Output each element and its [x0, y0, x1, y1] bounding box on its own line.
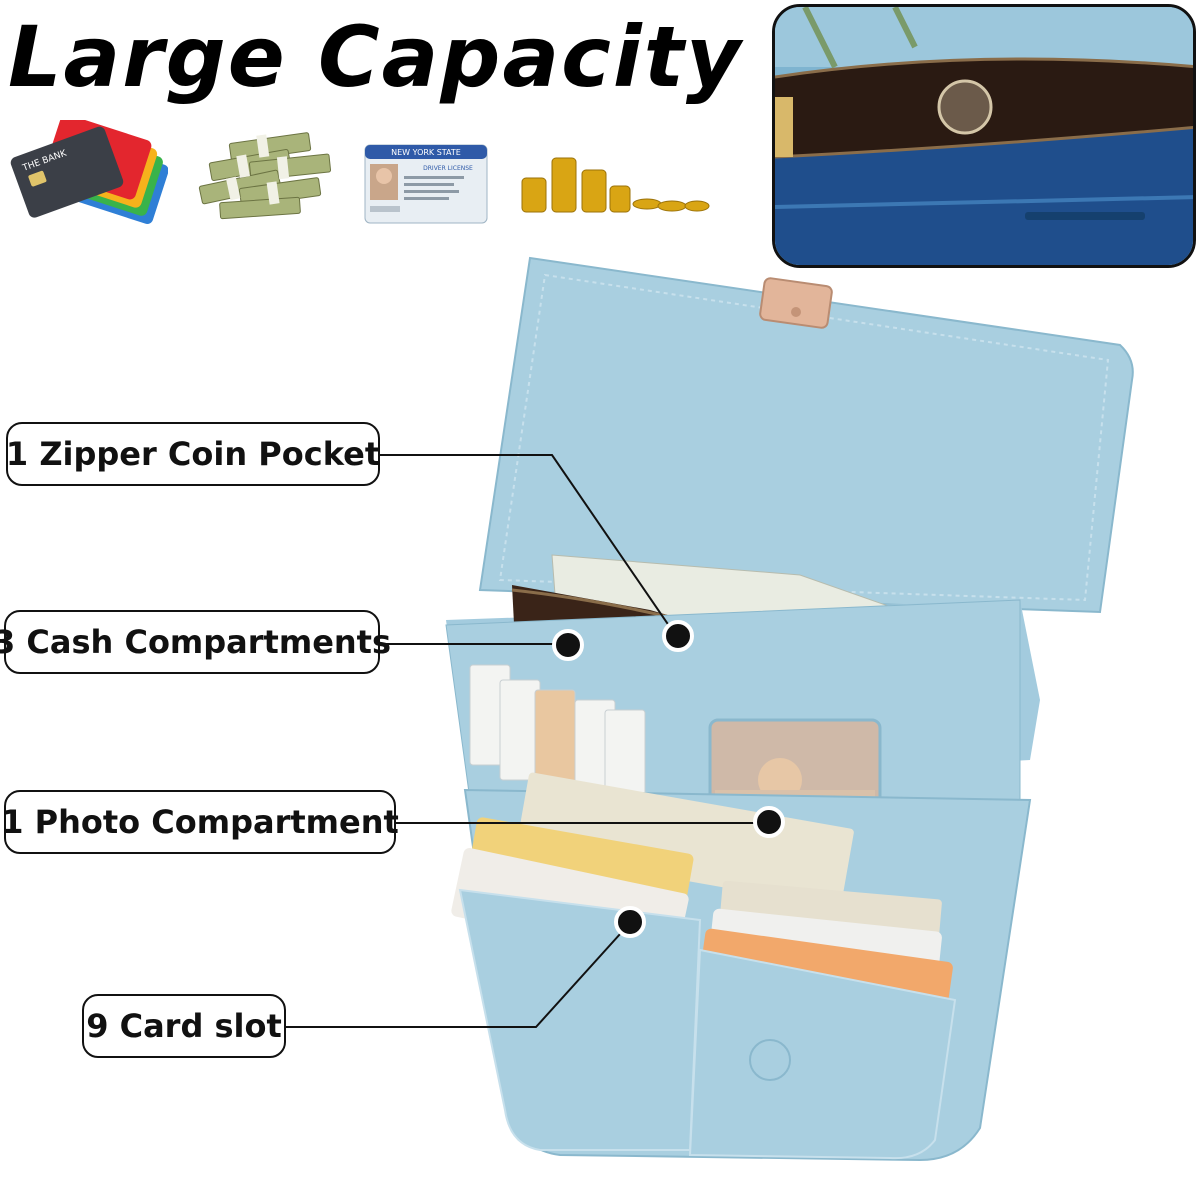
cash-stacks-icon [198, 132, 332, 220]
icon-row: THE BANK NEW YORK STATE DRIVER LICENSE [0, 118, 760, 228]
page-title: Large Capacity [8, 8, 743, 106]
license-state: NEW YORK STATE [391, 148, 461, 157]
inset-zipper-pocket-illustration [775, 7, 1193, 265]
credit-cards-icon: THE BANK [10, 120, 168, 224]
callout-card-slot: 9 Card slot [82, 994, 286, 1058]
callout-zipper-coin-pocket: 1 Zipper Coin Pocket [6, 422, 380, 486]
callout-cash-compartments: 3 Cash Compartments [0, 610, 391, 674]
callout-photo-compartment: 1 Photo Compartment [1, 790, 399, 854]
driver-license-icon: NEW YORK STATE DRIVER LICENSE [364, 144, 488, 224]
coins-icon [521, 157, 710, 213]
inset-photo [772, 4, 1196, 268]
license-doc: DRIVER LICENSE [423, 165, 473, 172]
clasp [759, 277, 833, 329]
